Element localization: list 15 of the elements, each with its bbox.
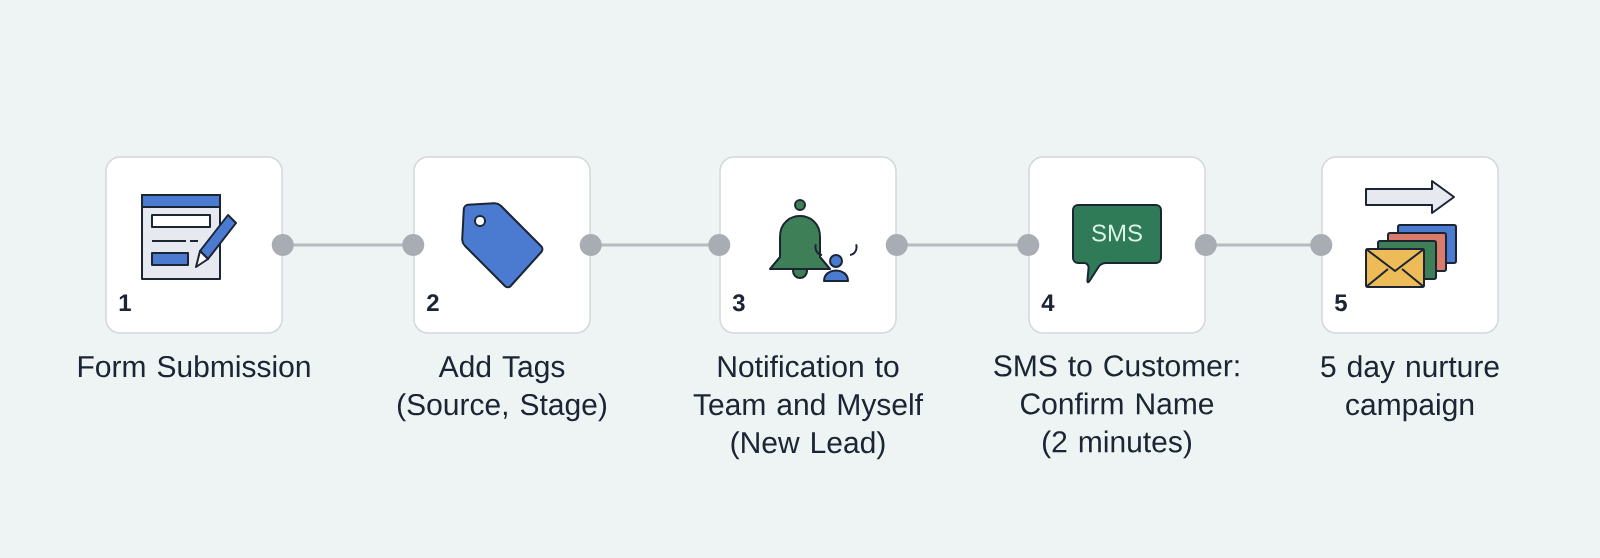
step-label: Add Tags (Source, Stage) bbox=[398, 355, 606, 422]
step-number: 2 bbox=[427, 294, 439, 311]
step-label: Notification to Team and Myself (New Lead) bbox=[693, 355, 924, 460]
step-number: 1 bbox=[119, 294, 131, 311]
connector bbox=[579, 234, 731, 256]
bubble-text: SMS bbox=[1092, 224, 1142, 242]
step-number: 5 bbox=[1334, 294, 1347, 312]
connector bbox=[1194, 234, 1333, 256]
connector bbox=[271, 234, 425, 256]
step-number: 3 bbox=[732, 294, 745, 312]
step-label: Form Submission bbox=[78, 355, 310, 378]
step-number: 4 bbox=[1041, 294, 1055, 311]
connector bbox=[885, 234, 1040, 256]
step-label: SMS to Customer: Confirm Name (2 minutes) bbox=[994, 355, 1239, 459]
step-label: 5 day nurture campaign bbox=[1321, 355, 1499, 422]
